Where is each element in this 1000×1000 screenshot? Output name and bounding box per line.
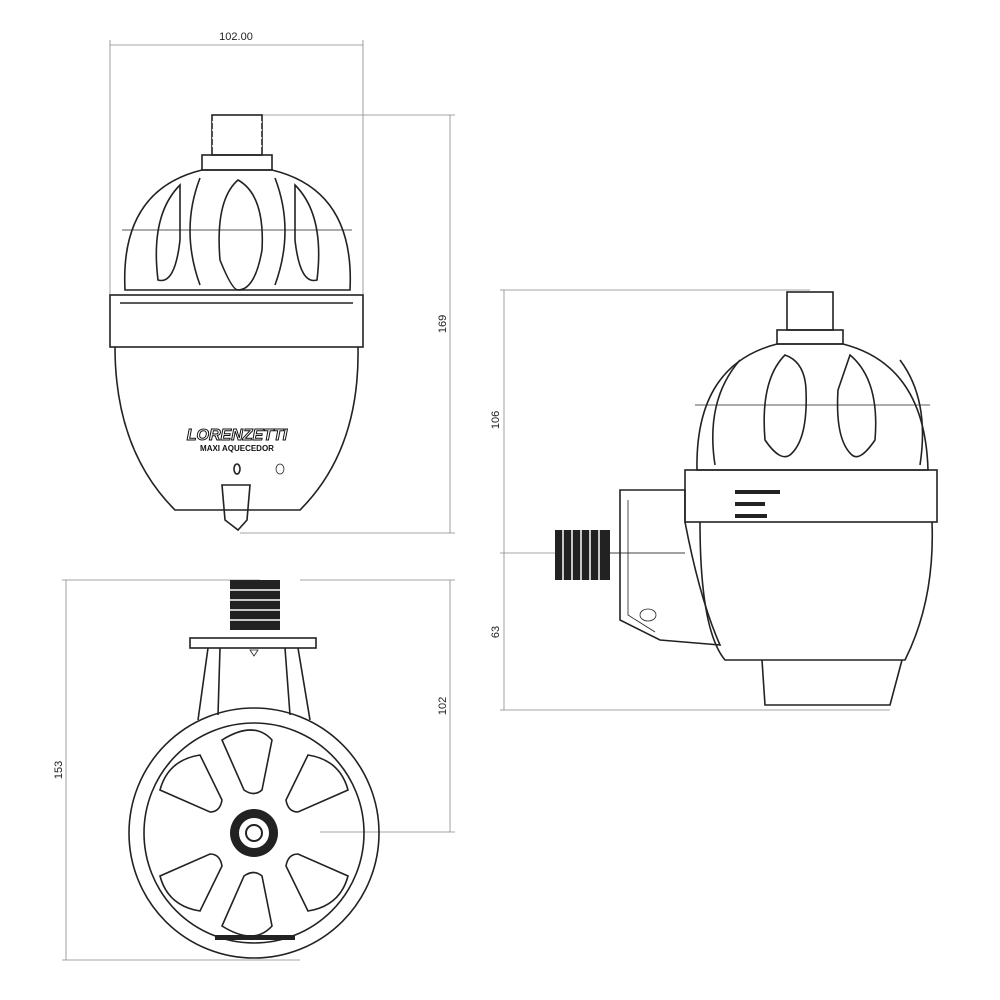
- dim-side-upper: 106: [490, 411, 502, 429]
- side-view: 106 63: [490, 289, 938, 711]
- front-view: 102.00 169 LORENZETTI MAXI AQUECEDOR: [109, 31, 455, 534]
- dim-side-lower: 63: [490, 626, 502, 638]
- spokes: [159, 729, 349, 937]
- dim-front-height: 169: [437, 315, 449, 333]
- bottom-view: 153 102: [53, 579, 455, 961]
- brand-logo: LORENZETTI: [187, 427, 288, 444]
- product-name: MAXI AQUECEDOR: [200, 444, 274, 453]
- dim-front-width: 102.00: [219, 31, 253, 43]
- dim-bottom-total: 153: [53, 761, 65, 779]
- dim-bottom-height: 102: [437, 697, 449, 715]
- label-plate: [735, 490, 780, 518]
